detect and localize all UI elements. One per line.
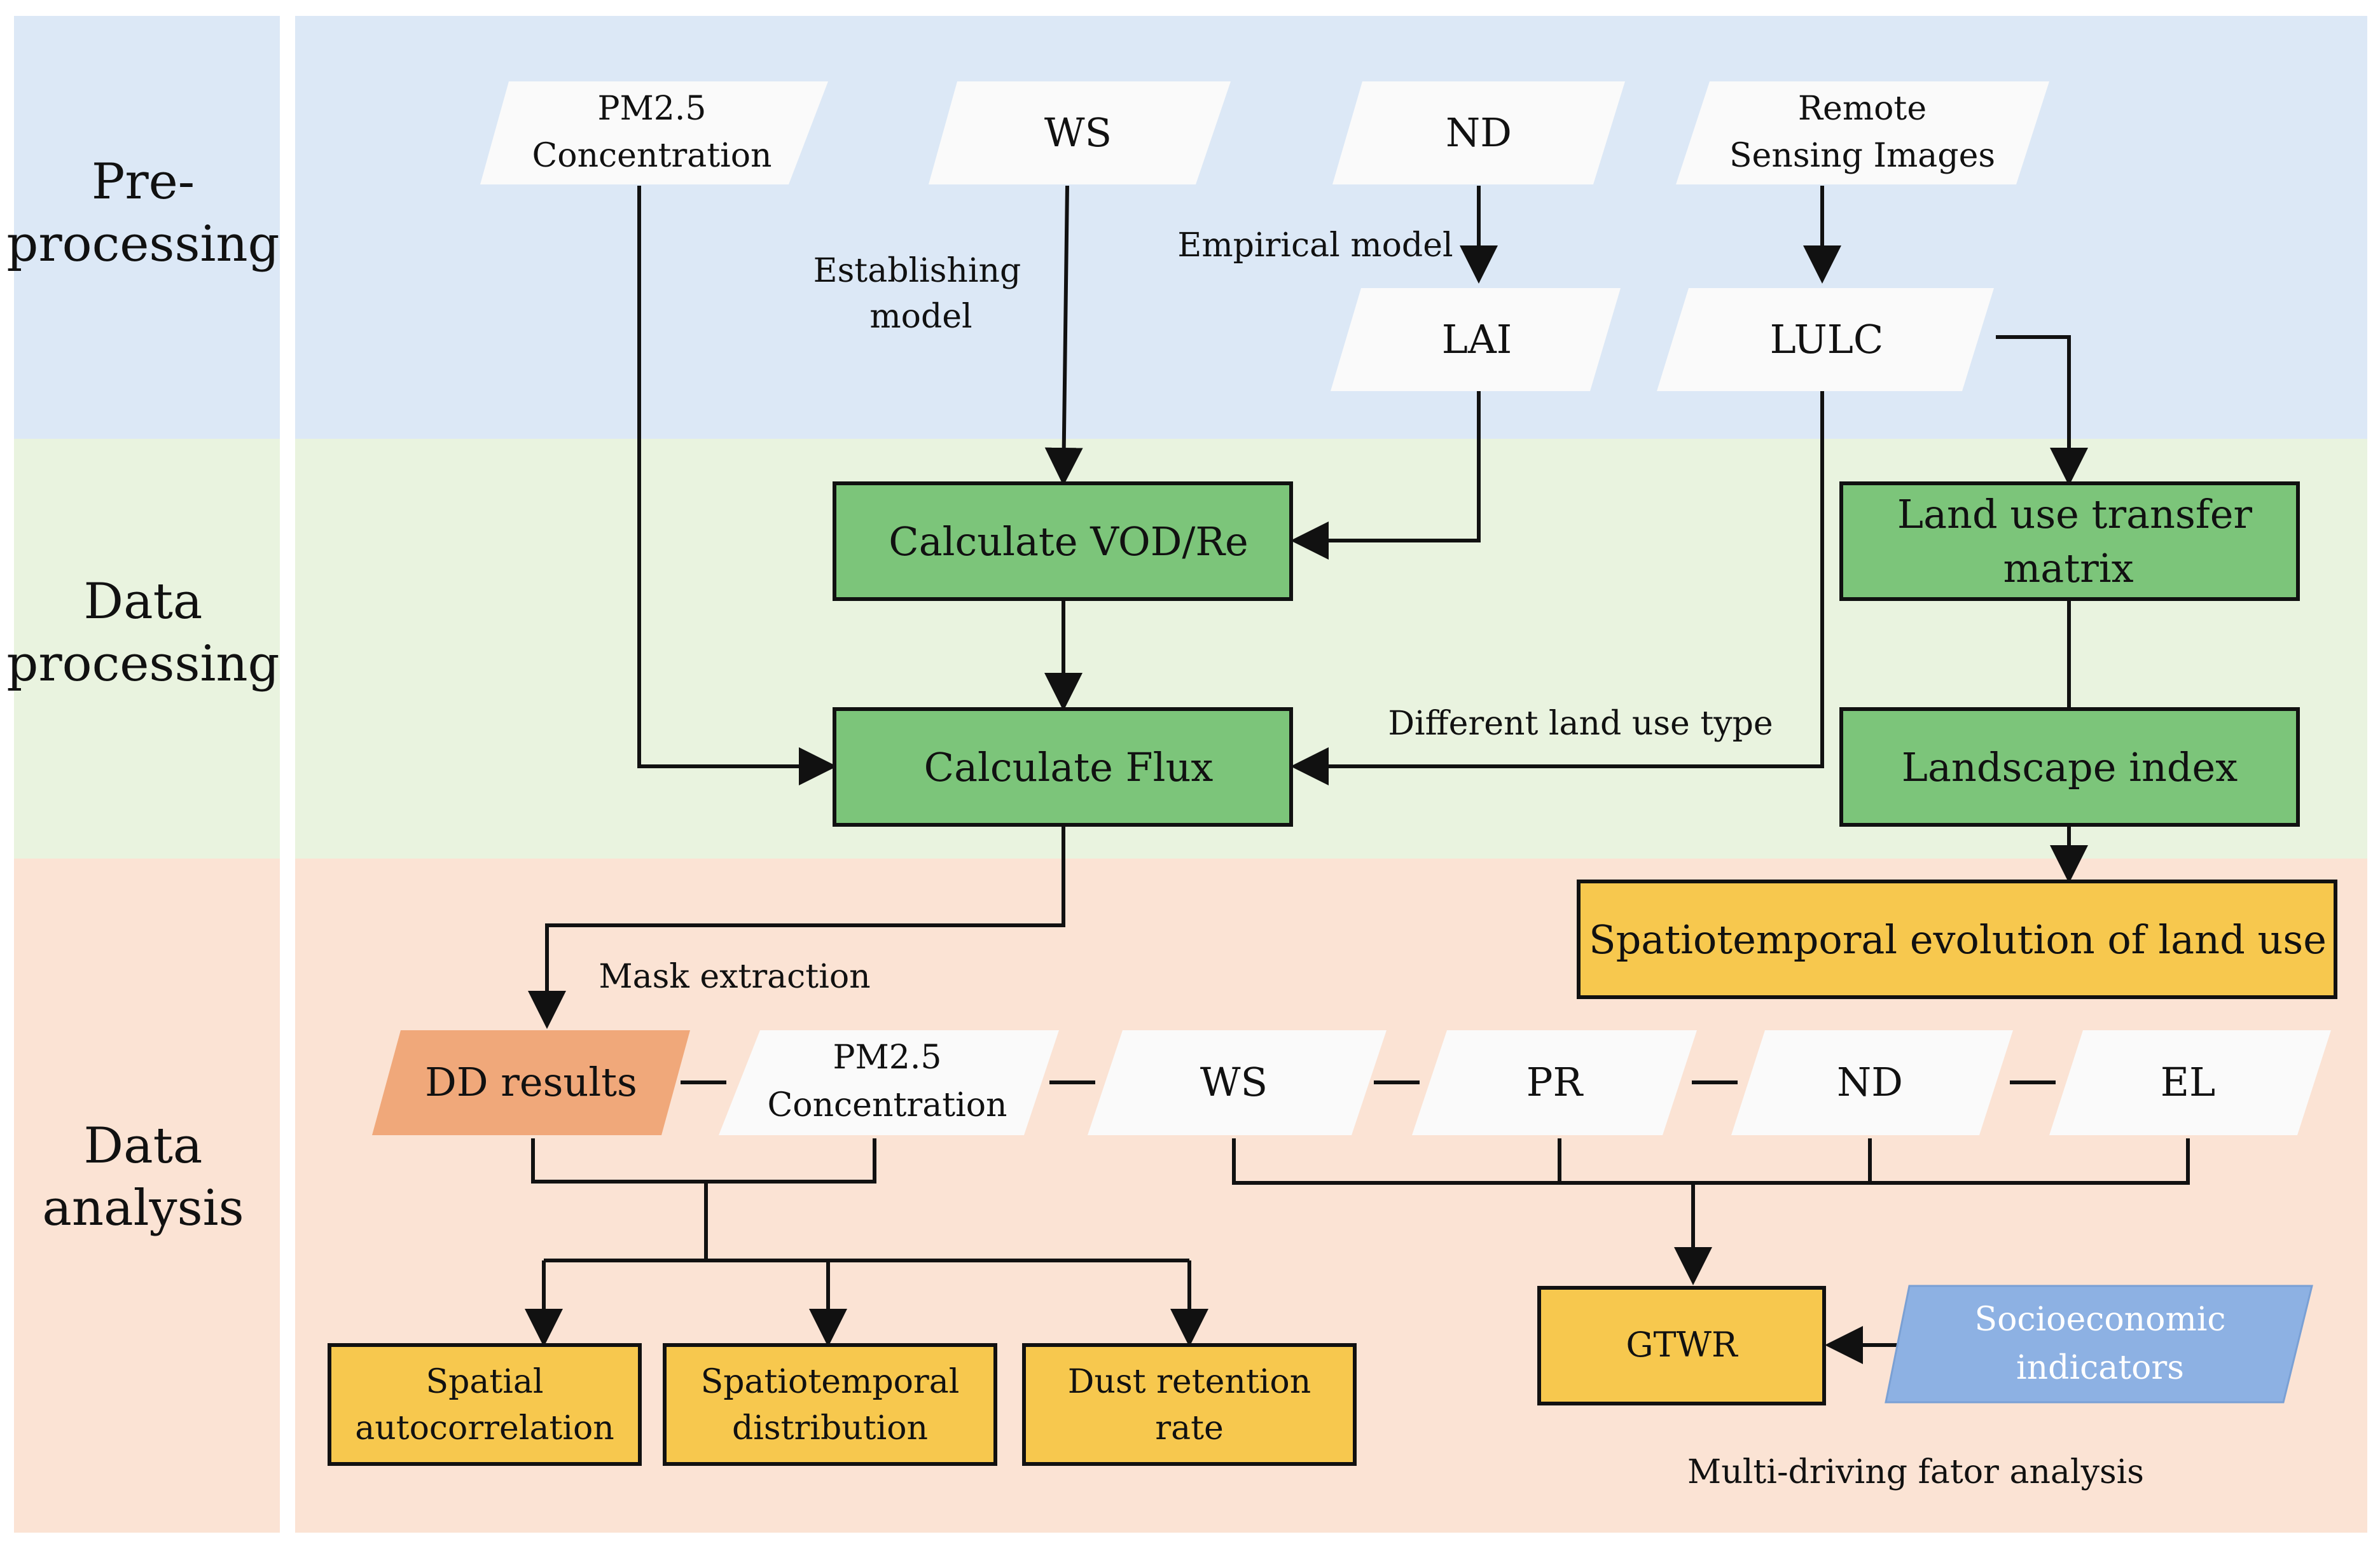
nd-input (1332, 81, 1625, 184)
pm25-input (480, 81, 828, 184)
pr-analysis-input (1412, 1030, 1697, 1135)
multi-driving-label: Multi-driving fator analysis (1687, 1453, 2144, 1491)
stage-label-ana-line1: Data (84, 1117, 203, 1175)
lai-label: LAI (1442, 316, 1512, 362)
connector-flux-to-dd (528, 825, 1065, 1029)
spatiotemporal-evolution-label: Spatiotemporal evolution of land use (1589, 916, 2327, 963)
ws-analysis-input (1088, 1030, 1387, 1135)
stage-labels: Pre- processing Data processing Data ana… (6, 153, 279, 1237)
annotations: Establishing model Empirical model Diffe… (598, 226, 2144, 1491)
ws-input (929, 81, 1231, 184)
different-land-use-label: Different land use type (1388, 705, 1773, 743)
stage-label-proc-line1: Data (84, 573, 203, 630)
calculate-vod-label: Calculate VOD/Re (889, 518, 1248, 565)
establishing-line1: Establishing (813, 252, 1021, 290)
pm25-input-line2: Concentration (532, 137, 771, 175)
pm25-input-line1: PM2.5 (598, 90, 707, 128)
establishing-line2: model (869, 298, 972, 336)
calculate-flux-label: Calculate Flux (924, 744, 1214, 790)
connector-lulc-to-lutm (1996, 335, 2088, 486)
input-shapes (372, 81, 2331, 1404)
spatiotemporal-line2: distribution (732, 1409, 928, 1447)
connector-pm25-to-flux (637, 186, 837, 785)
spatiotemporal-line1: Spatiotemporal (701, 1363, 960, 1401)
connectors (525, 185, 2190, 1364)
stage-label-pre-line2: processing (6, 216, 279, 273)
rs-input-line2: Sensing Images (1729, 137, 1995, 175)
spatial-line1: Spatial (425, 1363, 543, 1401)
calculate-vod-box (833, 481, 1293, 601)
spatial-line2: autocorrelation (355, 1409, 614, 1447)
mask-extraction-label: Mask extraction (598, 958, 870, 996)
socio-line2: indicators (2016, 1349, 2184, 1387)
el-analysis-input (2049, 1030, 2331, 1135)
pm25-analysis-input (719, 1030, 1059, 1135)
connector-lulc-to-flux (1290, 391, 1824, 785)
connector-lai-to-vod (1290, 391, 1481, 560)
dd-results (372, 1030, 690, 1135)
bracket-dd-pm25 (531, 1138, 876, 1184)
nd-analysis-label: ND (1837, 1059, 1903, 1105)
socioeconomic-indicators (1885, 1285, 2313, 1404)
spatial-autocorrelation-box (328, 1343, 642, 1466)
connector-ws-to-vod (1044, 185, 1083, 486)
pm25-analysis-line1: PM2.5 (833, 1039, 942, 1077)
landscape-index-box (1839, 707, 2300, 827)
dust-retention-box (1022, 1343, 1357, 1466)
spatiotemporal-evolution-box (1577, 880, 2337, 999)
lai-input (1331, 288, 1621, 391)
calculate-flux-box (833, 707, 1293, 827)
dd-results-label: DD results (425, 1059, 637, 1105)
ws-input-label: WS (1044, 109, 1112, 156)
dust-line1: Dust retention (1068, 1363, 1311, 1401)
rs-input (1676, 81, 2049, 184)
shape-texts: PM2.5 Concentration WS ND Remote Sensing… (355, 90, 2327, 1447)
el-analysis-label: EL (2161, 1059, 2215, 1105)
ws-analysis-label: WS (1200, 1059, 1268, 1105)
spatiotemporal-distribution-box (663, 1343, 997, 1466)
land-use-transfer-line2: matrix (2003, 545, 2133, 591)
landscape-index-label: Landscape index (1902, 744, 2238, 790)
rs-input-line1: Remote (1798, 90, 1927, 128)
gtwr-box (1537, 1286, 1826, 1405)
socio-line1: Socioeconomic (1974, 1301, 2225, 1339)
gtwr-label: GTWR (1626, 1325, 1738, 1365)
stage-label-pre-line1: Pre- (92, 153, 195, 211)
lulc-input (1657, 288, 1994, 391)
dust-line2: rate (1155, 1409, 1224, 1447)
land-use-transfer-box (1839, 481, 2300, 601)
bracket-drivers (1232, 1138, 2190, 1185)
lulc-label: LULC (1770, 316, 1884, 362)
stage-label-proc-line2: processing (6, 635, 279, 693)
stage-label-ana-line2: analysis (42, 1180, 244, 1237)
pm25-analysis-line2: Concentration (767, 1086, 1007, 1124)
land-use-transfer-line1: Land use transfer (1897, 491, 2253, 537)
nd-input-label: ND (1446, 109, 1512, 156)
nd-analysis-input (1731, 1030, 2013, 1135)
pr-analysis-label: PR (1526, 1059, 1584, 1105)
process-boxes (328, 481, 2337, 1466)
stage-divider (280, 16, 295, 1533)
empirical-model-label: Empirical model (1177, 226, 1453, 265)
